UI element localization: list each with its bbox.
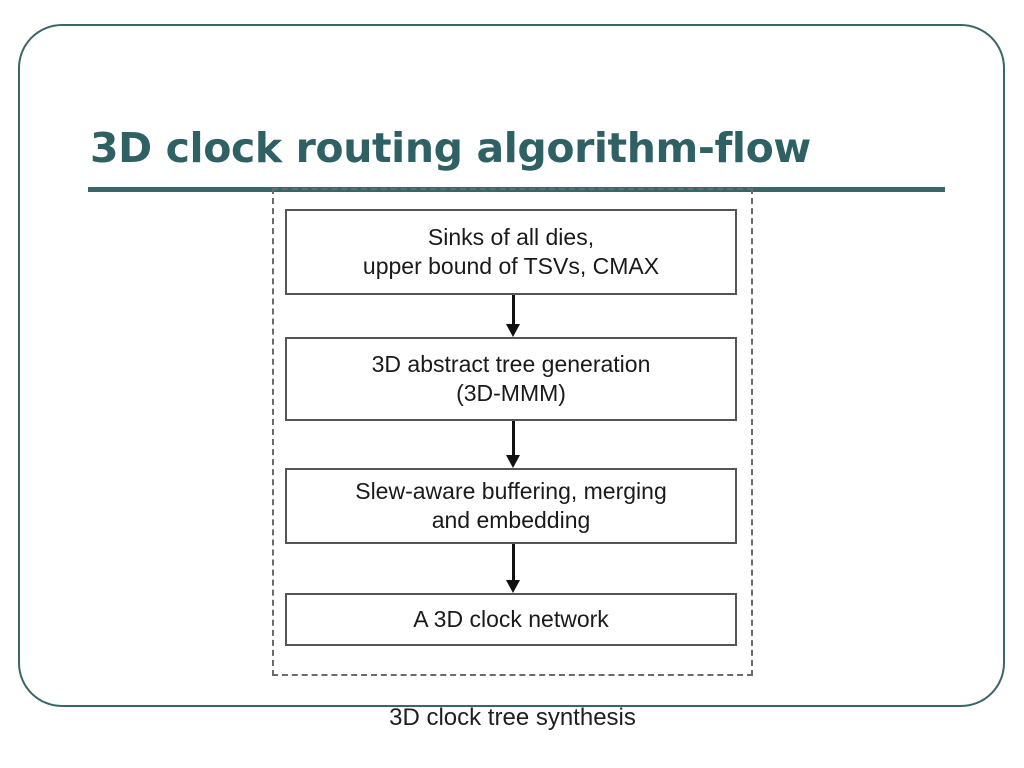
- arrow-shaft: [512, 295, 515, 325]
- arrow-shaft: [512, 421, 515, 456]
- flow-box-buffering-label: Slew-aware buffering, merging and embedd…: [355, 478, 667, 533]
- arrow-inputs-to-abstract-tree: [506, 295, 521, 337]
- flow-box-inputs-label: Sinks of all dies, upper bound of TSVs, …: [362, 224, 660, 279]
- flow-box-abstract-tree-label: 3D abstract tree generation (3D-MMM): [371, 351, 651, 406]
- flow-box-inputs: Sinks of all dies, upper bound of TSVs, …: [285, 209, 737, 295]
- flow-box-abstract-tree: 3D abstract tree generation (3D-MMM): [285, 337, 737, 421]
- slide-title: 3D clock routing algorithm-flow: [90, 124, 811, 172]
- arrow-head-icon: [506, 324, 520, 337]
- arrow-shaft: [512, 544, 515, 581]
- diagram-caption: 3D clock tree synthesis: [389, 704, 636, 731]
- flow-box-buffering: Slew-aware buffering, merging and embedd…: [285, 468, 737, 544]
- clock-tree-synthesis-group: [272, 188, 753, 676]
- arrow-buffering-to-output: [506, 544, 521, 593]
- arrow-head-icon: [506, 455, 520, 468]
- flow-box-output: A 3D clock network: [285, 593, 737, 646]
- arrow-abstract-tree-to-buffering: [506, 421, 521, 468]
- arrow-head-icon: [506, 580, 520, 593]
- flow-box-output-label: A 3D clock network: [413, 606, 609, 632]
